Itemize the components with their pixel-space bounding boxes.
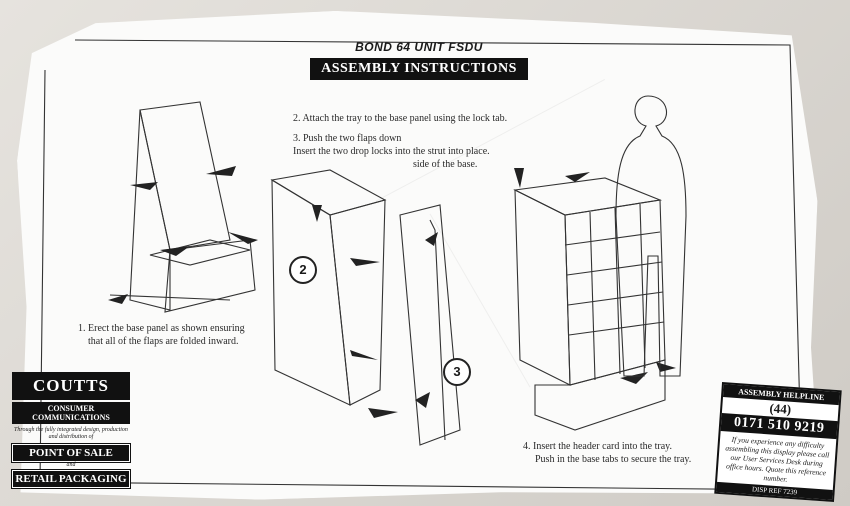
product-subtitle: BOND 64 UNIT FSDU xyxy=(355,40,483,54)
title-block: BOND 64 UNIT FSDU ASSEMBLY INSTRUCTIONS xyxy=(310,40,528,80)
figure-strut xyxy=(368,204,461,446)
step-1-text: 1. Erect the base panel as shown ensurin… xyxy=(78,322,308,348)
step-4-line-2: Push in the base tabs to secure the tray… xyxy=(535,454,692,465)
step-3-line-2: Insert the two drop locks into the strut… xyxy=(293,146,490,157)
sheet-border xyxy=(39,39,803,491)
assembly-helpline-box: ASSEMBLY HELPLINE (44) 0171 510 9219 If … xyxy=(714,381,842,503)
figure-base-panel xyxy=(108,101,258,313)
figure-display-unit xyxy=(513,95,687,431)
page-title: ASSEMBLY INSTRUCTIONS xyxy=(310,58,528,80)
step-4-line-1: 4. Insert the header card into the tray. xyxy=(523,441,673,452)
step-1-line-1: 1. Erect the base panel as shown ensurin… xyxy=(78,323,245,334)
step-2-line-1: 2. Attach the tray to the base panel usi… xyxy=(293,113,508,124)
step-3-text: 3. Push the two flaps down Insert the tw… xyxy=(293,132,523,171)
step-1-line-2: that all of the flaps are folded inward. xyxy=(88,336,239,347)
figure-tray xyxy=(270,169,387,406)
coutts-tagline: CONSUMER COMMUNICATIONS xyxy=(12,402,130,424)
step-3-line-1: 3. Push the two flaps down xyxy=(293,133,402,144)
coutts-logo: COUTTS xyxy=(12,372,130,400)
step-number-2: 2 xyxy=(289,256,317,284)
and-label: and xyxy=(66,462,76,468)
retail-packaging-label: RETAIL PACKAGING xyxy=(11,469,131,489)
step-2-text: 2. Attach the tray to the base panel usi… xyxy=(293,112,523,125)
helpline-instructions: If you experience any difficulty assembl… xyxy=(725,434,830,484)
point-of-sale-label: POINT OF SALE xyxy=(11,443,131,463)
step-3-line-3: side of the base. xyxy=(413,159,478,170)
coutts-description: Through the fully integrated design, pro… xyxy=(14,427,128,440)
step-4-text: 4. Insert the header card into the tray.… xyxy=(523,440,763,466)
coutts-logo-block: COUTTS CONSUMER COMMUNICATIONS Through t… xyxy=(11,372,131,489)
step-number-3: 3 xyxy=(443,358,471,386)
